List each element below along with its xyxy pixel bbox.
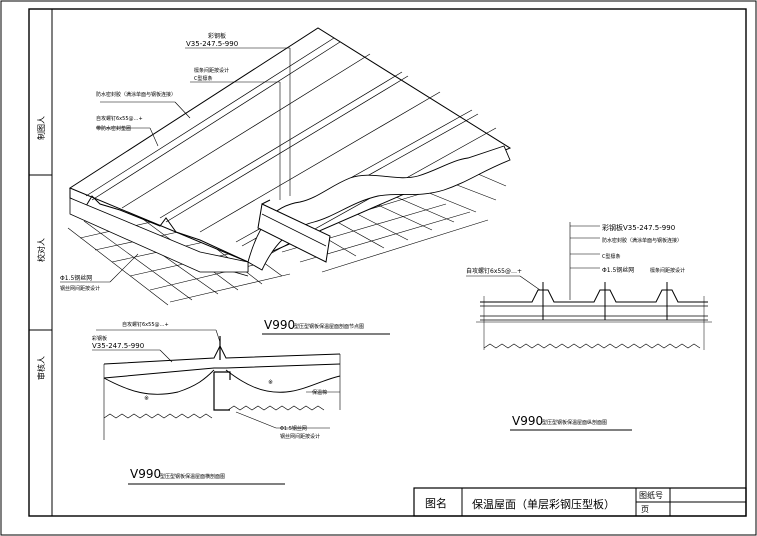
b-spacing: 檩条间距按设计	[650, 267, 685, 274]
insulation-left	[69, 197, 249, 273]
b-seal: 防水密封胶（满涂单面与钢板连接）	[602, 237, 682, 244]
section-c-title-code: V990	[512, 414, 543, 428]
iso-sheet-code: V35-247.5-990	[186, 40, 238, 48]
iso-purlin-1: 檩条间距按设计	[194, 67, 229, 74]
c-purlin	[257, 203, 331, 263]
iso-mesh-2: 钢丝网间距按设计	[60, 285, 100, 292]
a-sheet-name: 彩钢板	[92, 335, 107, 342]
drawing-title: 保温屋面（单层彩钢压型板）	[472, 497, 615, 511]
section-a-title-suffix: 型压型钢板保温屋面横剖面图	[160, 473, 225, 480]
section-a: V990 型压型钢板保温屋面横剖面图 V990 型压型钢板保温屋面剖面节点图 ※…	[92, 318, 390, 485]
title-block-label: 图名	[425, 496, 447, 510]
svg-text:※: ※	[144, 395, 149, 402]
isometric-roof-view: 彩钢板 V35-247.5-990 檩条间距按设计 C型檩条 防水密封胶（满涂单…	[60, 27, 512, 306]
section-c: V990 型压型钢板保温屋面纵剖面图 彩钢板V35-247.5-990 防	[466, 222, 712, 431]
iso-leaders	[60, 47, 291, 283]
side-cell-1: 制图人	[36, 116, 46, 140]
b-mesh: Φ1.5钢丝网	[602, 266, 634, 274]
iso-screw-1: 自攻螺钉6x55@…+	[96, 115, 143, 122]
a-screw: 自攻螺钉6x55@…+	[122, 321, 169, 328]
b-purlin: C型檩条	[602, 253, 621, 260]
a-insulation: 保温棉	[312, 389, 327, 396]
page-label: 页	[641, 505, 649, 514]
iso-screw-2: 带防水密封垫圈	[96, 125, 131, 132]
insulation-cutaway	[247, 145, 511, 271]
svg-text:※: ※	[268, 379, 273, 386]
iso-purlin-2: C型檩条	[194, 75, 213, 82]
section-a-title-code: V990	[130, 467, 161, 481]
drawing-no-label: 图纸号	[639, 490, 663, 500]
title-block: 图名 保温屋面（单层彩钢压型板） 图纸号 页	[413, 487, 747, 517]
side-cell-3: 审核人	[36, 356, 46, 380]
iso-sheet-name: 彩钢板	[208, 32, 226, 40]
section-b-title-suffix: 型压型钢板保温屋面剖面节点图	[294, 323, 364, 330]
side-column: 制图人 校对人 审核人	[28, 9, 53, 516]
iso-mesh-1: Φ1.5钢丝网	[60, 274, 92, 282]
a-mesh-2: 钢丝网间距按设计	[280, 433, 320, 440]
section-c-title-suffix: 型压型钢板保温屋面纵剖面图	[542, 419, 607, 426]
side-cell-2: 校对人	[36, 238, 46, 262]
b-screw: 自攻螺钉6x55@…+	[466, 267, 522, 275]
iso-seal: 防水密封胶（满涂单面与钢板连接）	[96, 91, 176, 98]
a-mesh-1: Φ1.5钢丝网	[280, 425, 307, 432]
a-sheet-code: V35-247.5-990	[92, 342, 144, 350]
b-sheet-code: 彩钢板V35-247.5-990	[602, 223, 675, 232]
section-b-title-code: V990	[264, 318, 295, 332]
